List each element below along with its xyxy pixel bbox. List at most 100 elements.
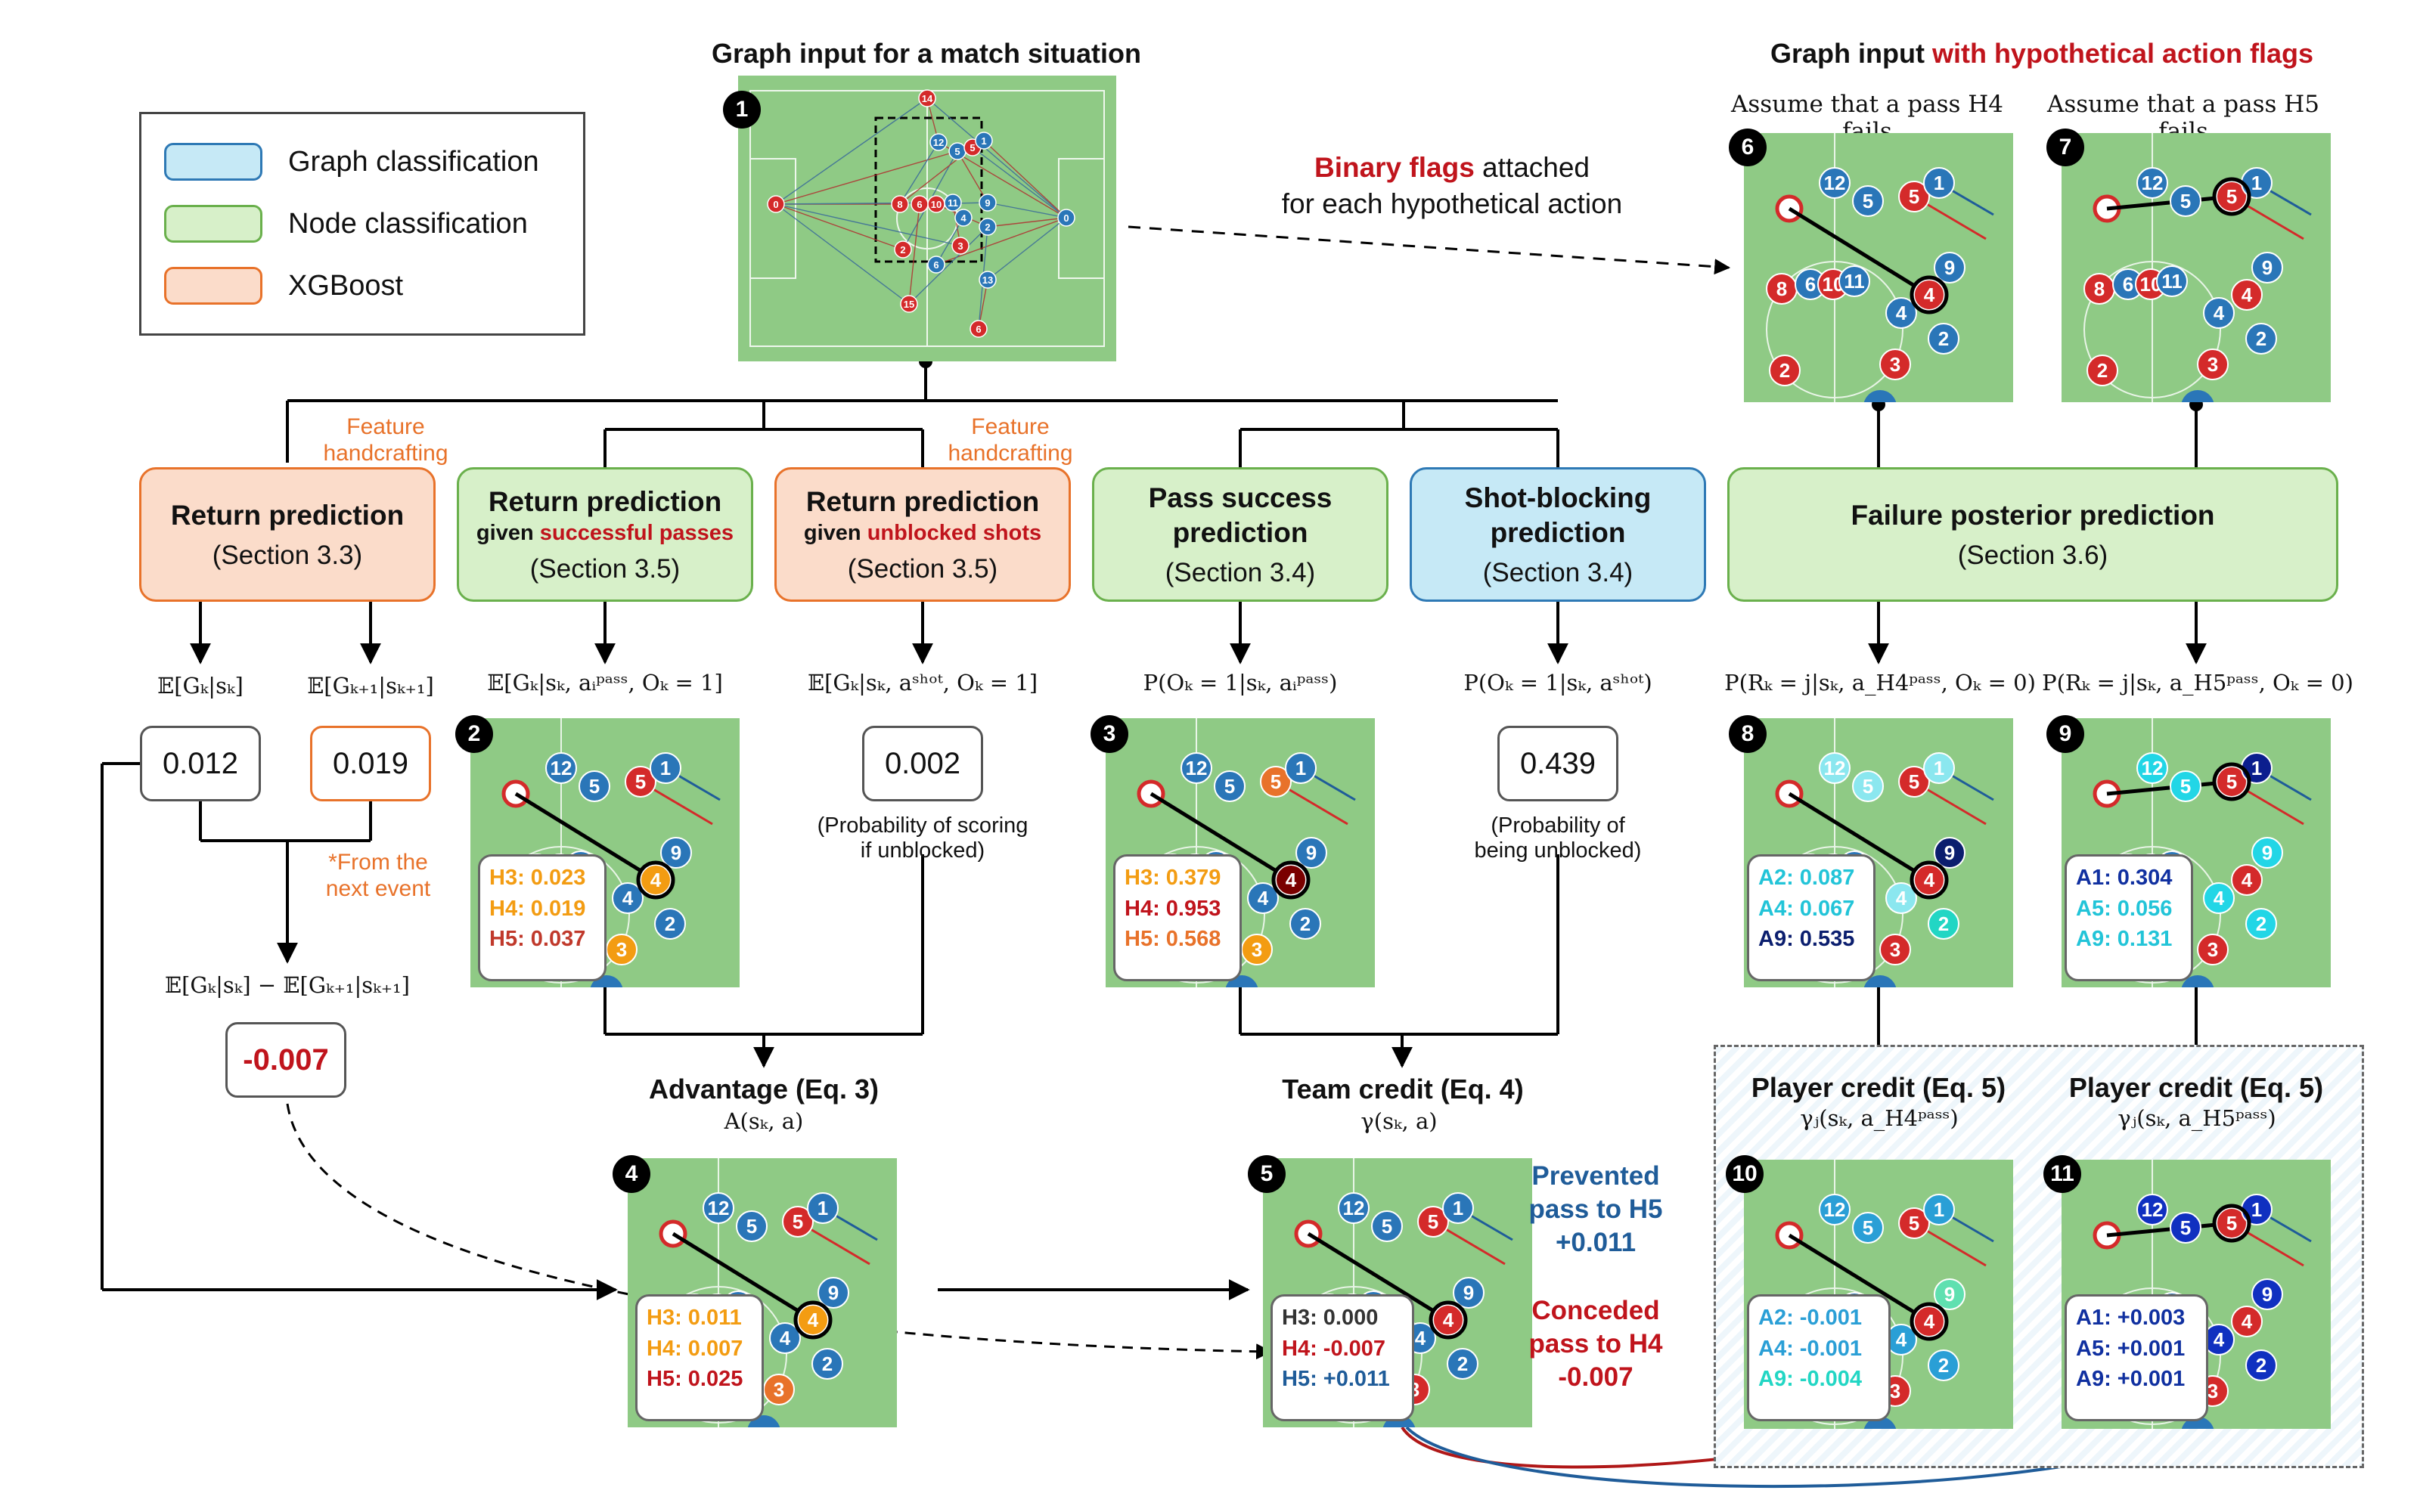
info-box-panel-11: A1: +0.003 A5: +0.001 A9: +0.001 bbox=[2065, 1294, 2208, 1421]
player-number: 2 bbox=[1779, 359, 1790, 382]
box-given: given successful passes bbox=[476, 520, 734, 547]
box-section: (Section 3.5) bbox=[847, 553, 998, 584]
player-marker bbox=[2156, 265, 2188, 297]
binary-flags-red: Binary flags bbox=[1314, 152, 1475, 183]
graph-node bbox=[894, 240, 912, 259]
pass-line bbox=[1788, 1233, 1931, 1324]
formula-e-success: 𝔼[Gₖ|sₖ, aᵢᵖᵃˢˢ, Oₖ = 1] bbox=[487, 670, 723, 696]
binary-flags-note: Binary flags attached for each hypotheti… bbox=[1210, 150, 1694, 222]
player-number: 5 bbox=[2180, 775, 2191, 798]
player-marker bbox=[2203, 882, 2235, 914]
info-row: H4: 0.007 bbox=[647, 1336, 743, 1361]
graph-node-label: 14 bbox=[922, 93, 933, 104]
player-number: 4 bbox=[2214, 1328, 2225, 1351]
graph-edge bbox=[935, 217, 1067, 265]
player-number: 9 bbox=[2262, 256, 2273, 279]
player-number: 4 bbox=[1258, 887, 1269, 909]
player-marker bbox=[1852, 770, 1884, 802]
note-line2: if unblocked) bbox=[860, 838, 985, 863]
player-number: 4 bbox=[2214, 302, 2225, 324]
player-number: 5 bbox=[635, 770, 646, 793]
player-marker bbox=[1928, 1349, 1959, 1381]
graph-node-label: 2 bbox=[985, 222, 990, 233]
step-badge-1: 1 bbox=[723, 91, 761, 129]
info-row: H4: 0.953 bbox=[1125, 896, 1221, 921]
receiver-ring bbox=[1910, 860, 1949, 900]
player-marker bbox=[1898, 1207, 1930, 1239]
player-marker bbox=[1289, 908, 1321, 940]
player-marker bbox=[1913, 1306, 1945, 1337]
player-marker bbox=[2170, 185, 2201, 217]
graph-node-label: 2 bbox=[900, 244, 905, 256]
player-marker bbox=[782, 1206, 814, 1238]
player-marker bbox=[2170, 770, 2201, 802]
graph-node-label: 4 bbox=[960, 212, 966, 224]
player-number: 1 bbox=[1295, 757, 1306, 779]
player-number: 12 bbox=[551, 757, 572, 779]
player-marker bbox=[1371, 1210, 1403, 1242]
player-marker bbox=[1934, 252, 1965, 284]
box-title: Failure posterior prediction bbox=[1851, 499, 2215, 531]
step-badge-9: 9 bbox=[2046, 715, 2084, 753]
prob-unblocked-note: (Probability of being unblocked) bbox=[1437, 813, 1679, 864]
info-box-panel-3: H3: 0.379 H4: 0.953 H5: 0.568 bbox=[1113, 854, 1242, 981]
info-row: A9: 0.535 bbox=[1758, 927, 1855, 952]
player-number: 2 bbox=[665, 912, 675, 935]
graph-edge bbox=[908, 226, 988, 305]
player-number: 5 bbox=[1909, 1212, 1919, 1235]
player-number: 9 bbox=[671, 841, 681, 864]
box-section: (Section 3.5) bbox=[529, 553, 681, 584]
legend-item-xgboost: XGBoost bbox=[164, 267, 403, 305]
player-marker bbox=[1898, 181, 1930, 212]
graph-node-label: 15 bbox=[904, 299, 914, 310]
hyp-title-red: with hypothetical action flags bbox=[1924, 38, 2314, 69]
player-marker bbox=[1923, 752, 1955, 784]
player-number: 3 bbox=[1252, 938, 1262, 961]
player-marker bbox=[2203, 297, 2235, 329]
player-number: 5 bbox=[1428, 1210, 1438, 1233]
graph-node bbox=[927, 256, 945, 274]
player-number: 4 bbox=[2242, 1310, 2253, 1333]
player-marker bbox=[1852, 185, 1884, 217]
player-marker bbox=[2170, 1212, 2201, 1244]
info-row: A1: 0.304 bbox=[2076, 866, 2173, 890]
info-row: A2: -0.001 bbox=[1758, 1306, 1863, 1330]
player-marker bbox=[1417, 1206, 1449, 1238]
handcrafting-line2: handcrafting bbox=[948, 440, 1073, 466]
info-row: H3: 0.379 bbox=[1125, 866, 1221, 890]
graph-node-label: 0 bbox=[773, 199, 778, 210]
step-badge-3: 3 bbox=[1091, 715, 1128, 753]
team-credit-title: Team credit (Eq. 4) bbox=[1282, 1074, 1524, 1105]
player-number: 5 bbox=[1382, 1215, 1392, 1238]
binary-flags-rest: attached bbox=[1474, 152, 1590, 183]
player-marker bbox=[2197, 349, 2229, 380]
graph-edge bbox=[957, 150, 988, 203]
player-marker bbox=[1934, 837, 1965, 869]
player-marker bbox=[769, 1322, 801, 1354]
box-section: (Section 3.3) bbox=[212, 541, 363, 571]
player-number: 2 bbox=[1938, 327, 1949, 350]
player-marker bbox=[2251, 1278, 2283, 1310]
info-row: H3: 0.011 bbox=[647, 1306, 742, 1330]
player-number: 4 bbox=[1286, 869, 1297, 891]
player-marker bbox=[703, 1192, 734, 1224]
player-number: 4 bbox=[1924, 869, 1935, 891]
info-box-panel-4: H3: 0.011 H4: 0.007 H5: 0.025 bbox=[635, 1294, 764, 1421]
player-number: 1 bbox=[660, 757, 671, 779]
player-number: 12 bbox=[2142, 1198, 2164, 1221]
player-marker bbox=[797, 1304, 829, 1336]
graph-node-label: 6 bbox=[917, 199, 922, 210]
handcrafting-line1: Feature bbox=[346, 414, 425, 439]
player-number: 3 bbox=[774, 1378, 784, 1401]
player-marker bbox=[1838, 265, 1870, 297]
player-number: 9 bbox=[1944, 1283, 1955, 1306]
player-marker bbox=[1819, 752, 1851, 784]
graph-node-label: 5 bbox=[954, 146, 960, 157]
graph-edge bbox=[987, 202, 1067, 218]
player-marker bbox=[818, 1277, 849, 1309]
player-marker bbox=[2197, 934, 2229, 965]
graph-edge bbox=[983, 140, 1067, 218]
player-marker bbox=[1453, 1277, 1485, 1309]
step-badge-11: 11 bbox=[2043, 1155, 2081, 1193]
